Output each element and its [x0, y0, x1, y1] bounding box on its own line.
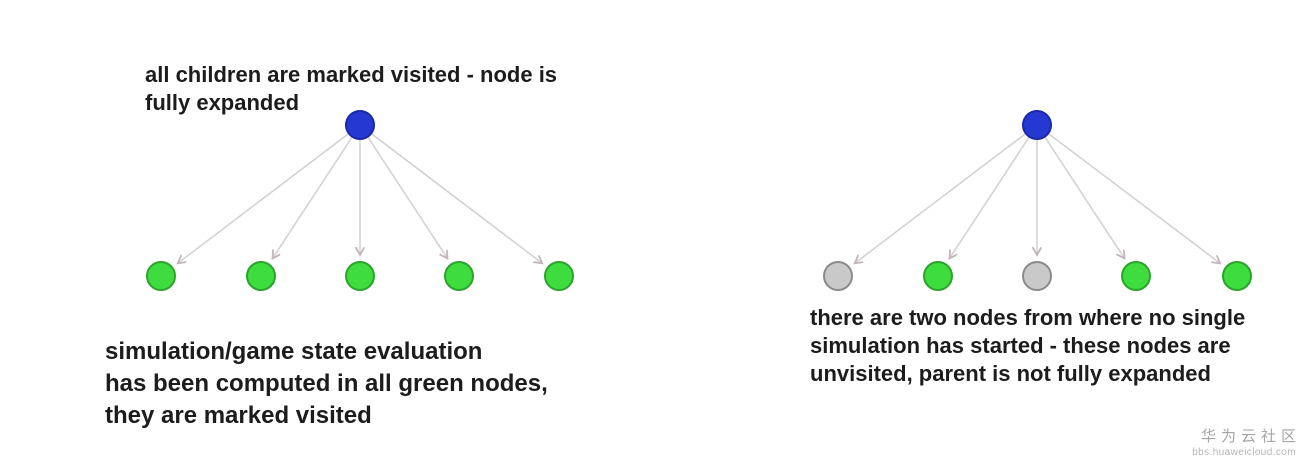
watermark: 华为云社区 bbs.huaweicloud.com [1192, 425, 1296, 458]
caption-line: has been computed in all green nodes, [105, 370, 548, 397]
watermark-title: 华为云社区 [1200, 428, 1301, 445]
caption-line: simulation/game state evaluation [105, 338, 483, 365]
caption-line: there are two nodes from where no single [810, 305, 1246, 330]
tree-node-visited [146, 261, 176, 291]
caption-line: they are marked visited [105, 402, 372, 429]
tree-edge [950, 137, 1030, 259]
caption-line: unvisited, parent is not fully expanded [810, 361, 1211, 386]
tree-node-root [345, 110, 375, 140]
tree-edge [1048, 133, 1220, 263]
tree-edge [855, 133, 1026, 263]
caption-line: fully expanded [145, 90, 300, 115]
tree-node-visited [444, 261, 474, 291]
tree-node-visited [1121, 261, 1151, 291]
tree-node-visited [345, 261, 375, 291]
caption-left-top: all children are marked visited - node i… [145, 61, 557, 117]
tree-edge [371, 133, 542, 263]
tree-edge [273, 137, 353, 259]
watermark-url: bbs.huaweicloud.com [1192, 447, 1296, 458]
caption-line: simulation has started - these nodes are [810, 333, 1231, 358]
right-tree [823, 110, 1252, 291]
caption-left-bottom: simulation/game state evaluation has bee… [105, 336, 548, 432]
caption-line: all children are marked visited - node i… [145, 62, 558, 87]
left-tree [146, 110, 574, 291]
tree-node-unvisited [1022, 261, 1052, 291]
tree-edge [178, 133, 349, 263]
tree-edge [1044, 137, 1124, 259]
tree-node-visited [246, 261, 276, 291]
tree-node-visited [544, 261, 574, 291]
tree-node-root [1022, 110, 1052, 140]
caption-right-bottom: there are two nodes from where no single… [810, 304, 1245, 388]
tree-node-unvisited [823, 261, 853, 291]
tree-edge [367, 137, 447, 259]
tree-node-visited [923, 261, 953, 291]
tree-node-visited [1222, 261, 1252, 291]
